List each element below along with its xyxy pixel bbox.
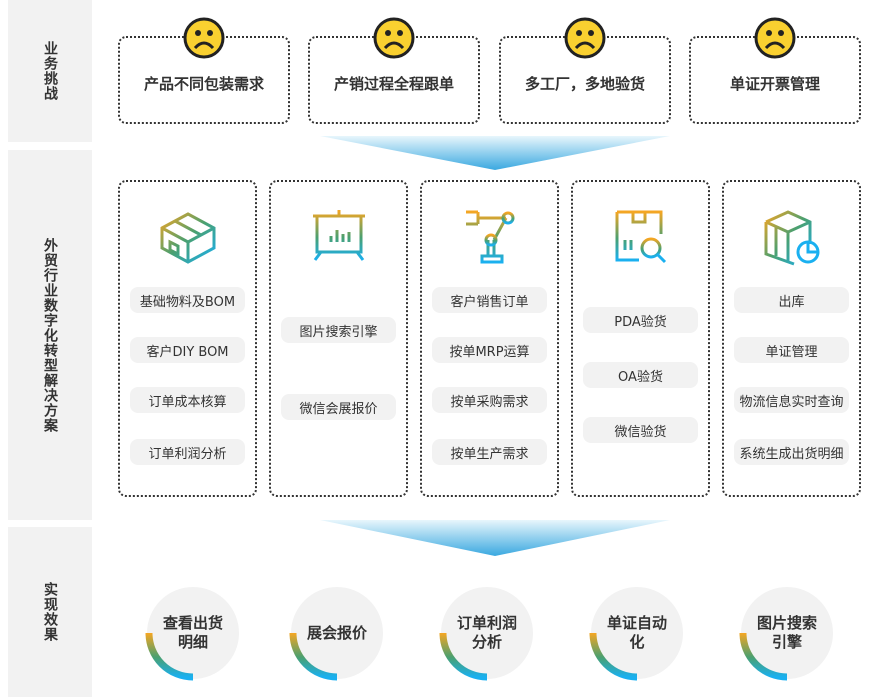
solution-card: 图片搜索引擎微信会展报价 xyxy=(269,180,408,497)
solution-item: 按单MRP运算 xyxy=(432,337,547,363)
inspection-search-icon xyxy=(615,210,666,264)
result-circle: 订单利润分析 xyxy=(439,587,533,681)
result-circle: 展会报价 xyxy=(289,587,383,681)
solution-item: 微信会展报价 xyxy=(281,394,396,420)
solution-card: PDA验货 OA验货微信验货 xyxy=(571,180,710,497)
solution-item: 图片搜索引擎 xyxy=(281,317,396,343)
progress-arc-icon xyxy=(439,632,488,681)
solution-item: 出库 xyxy=(734,287,849,313)
band-challenges: 业务挑战 xyxy=(8,0,92,142)
presentation-board-icon xyxy=(312,210,365,261)
solution-item: PDA验货 xyxy=(583,307,698,333)
progress-arc-icon xyxy=(289,632,338,681)
progress-arc-icon xyxy=(739,632,788,681)
solution-item: 物流信息实时查询 xyxy=(734,387,849,413)
challenge-label: 产销过程全程跟单 xyxy=(333,74,454,93)
sad-face-icon xyxy=(373,17,415,59)
progress-arc-icon xyxy=(145,632,194,681)
solution-item: OA验货 xyxy=(583,362,698,388)
sad-face-icon xyxy=(564,17,606,59)
section-label: 外贸行业数字化转型解决方案 xyxy=(42,237,58,433)
solution-item: 系统生成出货明细 xyxy=(734,439,849,465)
solution-item: 订单利润分析 xyxy=(130,439,245,465)
solution-card: 基础物料及BOM 客户DIY BOM 订单成本核算订单利润分析 xyxy=(118,180,257,497)
band-solutions: 外贸行业数字化转型解决方案 xyxy=(8,150,92,520)
result-circle: 单证自动化 xyxy=(589,587,683,681)
result-label: 展会报价 xyxy=(306,623,367,642)
challenge-card: 单证开票管理 xyxy=(689,17,861,124)
box-icon xyxy=(160,212,215,264)
sad-face-icon xyxy=(754,17,796,59)
challenge-card: 产品不同包装需求 xyxy=(118,17,290,124)
sad-face-icon xyxy=(183,17,225,59)
section-label: 业务挑战 xyxy=(42,41,58,101)
result-circle: 图片搜索引擎 xyxy=(739,587,833,681)
warehouse-boxes-icon xyxy=(764,210,819,266)
result-label: 查看出货明细 xyxy=(162,614,223,651)
section-label: 实现效果 xyxy=(42,582,58,642)
result-label: 图片搜索引擎 xyxy=(756,614,817,651)
arrow-funnel xyxy=(320,136,670,170)
solution-card: 出库单证管理物流信息实时查询系统生成出货明细 xyxy=(722,180,861,497)
result-circle: 查看出货明细 xyxy=(145,587,239,681)
challenge-card: 多工厂，多地验货 xyxy=(499,17,671,124)
band-results: 实现效果 xyxy=(8,527,92,697)
challenge-label: 多工厂，多地验货 xyxy=(524,74,645,93)
solution-item: 按单生产需求 xyxy=(432,439,547,465)
solution-item: 客户销售订单 xyxy=(432,287,547,313)
solution-item: 单证管理 xyxy=(734,337,849,363)
robot-arm-icon xyxy=(465,210,514,264)
solution-card: 客户销售订单按单MRP运算按单采购需求按单生产需求 xyxy=(420,180,559,497)
result-label: 订单利润分析 xyxy=(456,614,517,651)
challenge-card: 产销过程全程跟单 xyxy=(308,17,480,124)
progress-arc-icon xyxy=(589,632,638,681)
challenge-label: 产品不同包装需求 xyxy=(143,74,264,93)
arrow-funnel xyxy=(320,520,670,556)
challenge-label: 单证开票管理 xyxy=(729,74,820,93)
solution-item: 订单成本核算 xyxy=(130,387,245,413)
solution-item: 基础物料及BOM xyxy=(130,287,245,313)
solution-item: 客户DIY BOM xyxy=(130,337,245,363)
solution-item: 微信验货 xyxy=(583,417,698,443)
result-label: 单证自动化 xyxy=(606,614,667,651)
solution-item: 按单采购需求 xyxy=(432,387,547,413)
